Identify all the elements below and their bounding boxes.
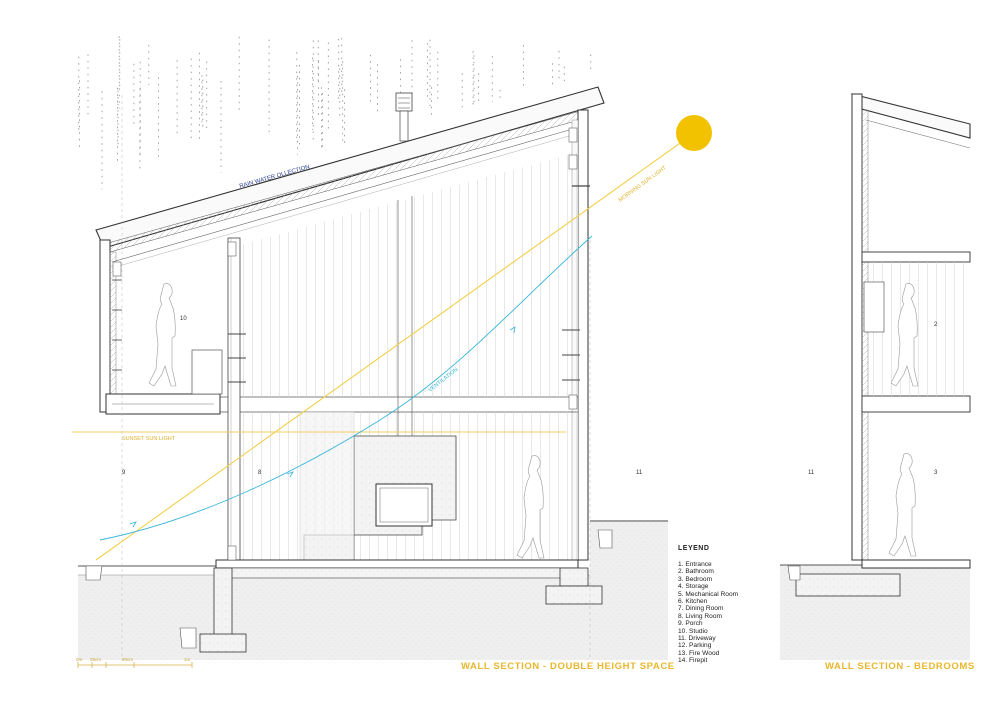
roof-vent [395,92,413,112]
caption-right: WALL SECTION - BEDROOMS [825,661,975,672]
left-section [85,86,613,660]
legend-item: 2. Bathroom [678,568,714,576]
legend-item: 13. Fire Wood [678,649,720,657]
ventilation-line [99,235,593,541]
sunset-sun-label: SUNSET SUN LIGHT [122,436,176,442]
scale-label: 1m [184,657,191,662]
legend-item: 8. Living Room [678,612,722,620]
person-silhouette [516,455,545,559]
rain-drops [78,36,592,190]
legend-item: 9. Porch [678,620,703,628]
legend-item: 7. Dining Room [678,605,724,613]
person-silhouette [148,283,177,387]
legend-item: 11. Driveway [678,635,716,643]
legend-item: 4. Storage [678,583,709,591]
sun-icon [676,115,712,151]
room-number: 9 [122,470,126,476]
legend-item: 6. Kitchen [678,598,708,606]
legend-item: 14. Firepit [678,657,708,665]
legend-item: 10. Studio [678,627,708,635]
legend-item: 12. Parking [678,642,712,650]
room-number: 11 [636,470,643,476]
room-number: 10 [180,316,187,322]
room-number: 8 [258,470,262,476]
legend-item: 3. Bedroom [678,575,713,583]
person-silhouette [888,453,917,557]
morning-sun-line [95,135,691,561]
right-section [787,93,971,597]
legend-item: 1. Entrance [678,561,712,568]
person-silhouette [890,283,919,387]
room-number: 3 [934,470,938,476]
legend-title: LEYEND [678,545,710,552]
room-number: 11 [808,470,815,476]
legend-item: 5. Mechanical Room [678,590,739,598]
morning-sun-label: MORNING SUN LIGHT [618,165,669,204]
scale-label: 0m [76,657,83,662]
room-number: 2 [934,322,938,328]
caption-left: WALL SECTION - DOUBLE HEIGHT SPACE [461,661,675,672]
scale-label: 50cm [122,657,134,662]
scale-bar [77,662,193,668]
scale-label: 25cm [90,657,102,662]
